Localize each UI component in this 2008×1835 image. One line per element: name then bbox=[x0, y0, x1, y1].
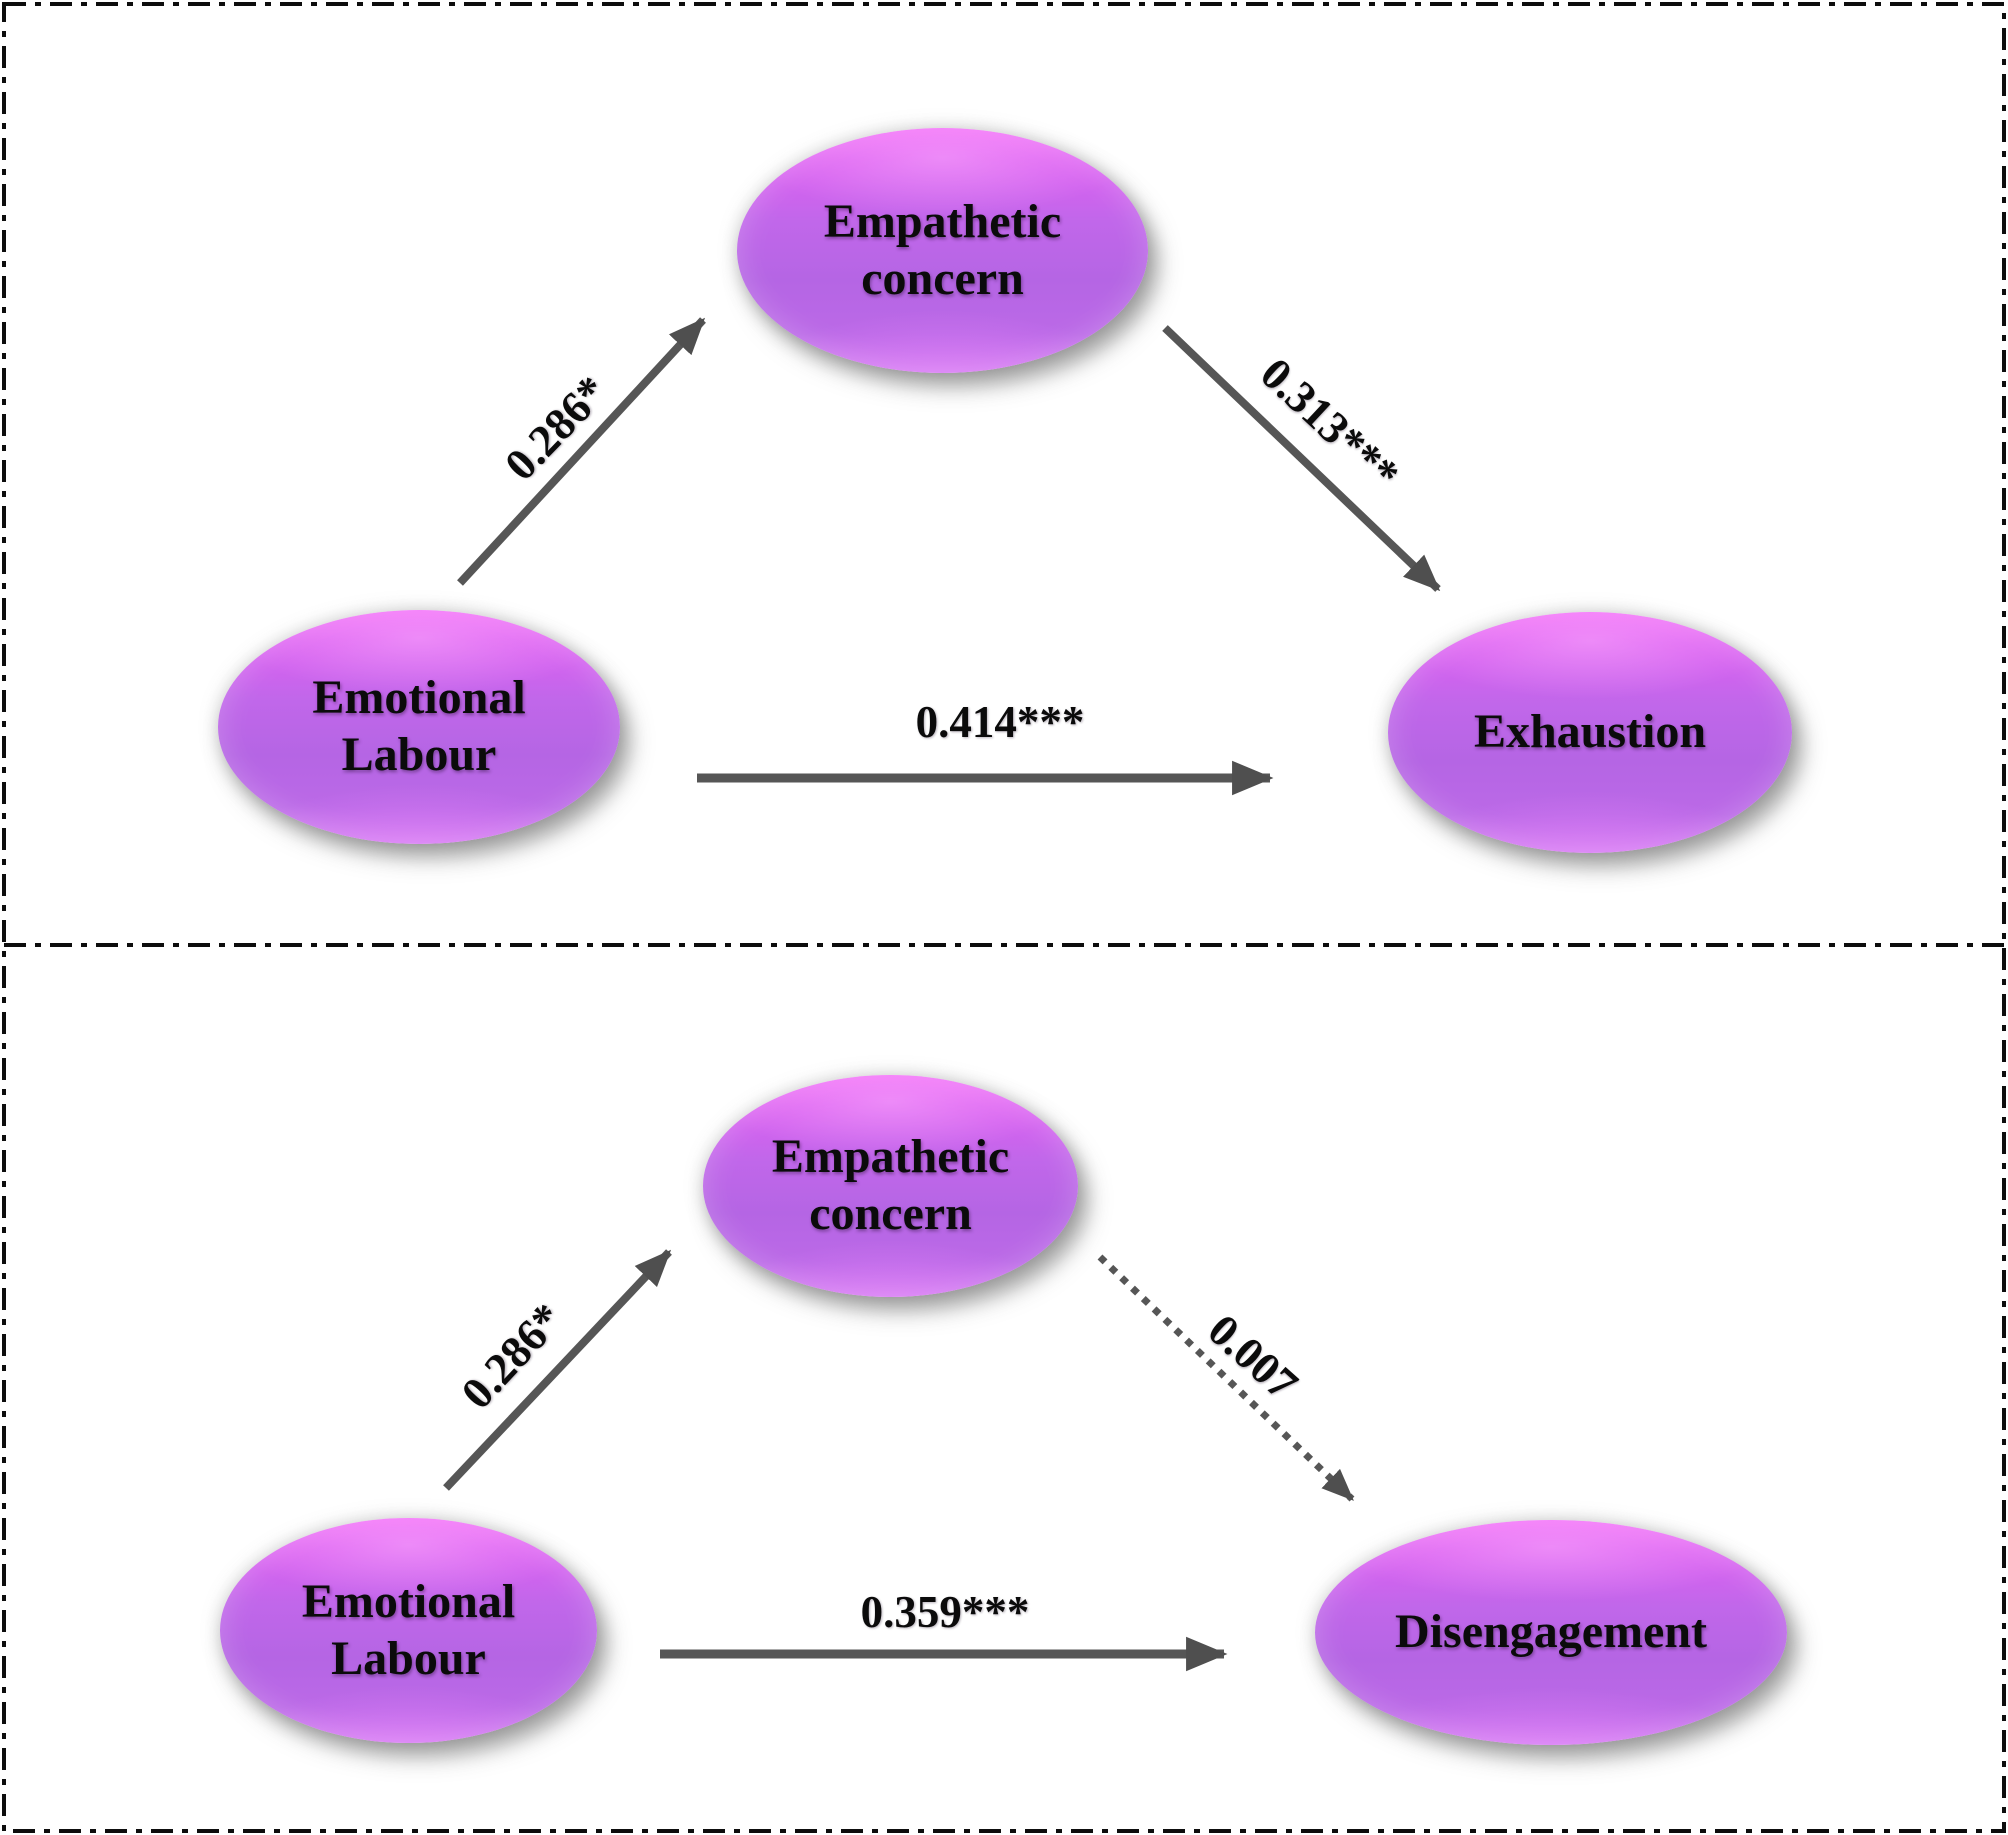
arrow-bottom-mediator-to-outcome-dotted bbox=[1097, 1254, 1355, 1502]
node-label-line1: Disengagement bbox=[1395, 1605, 1707, 1659]
node-label: Empathetic concern bbox=[824, 194, 1061, 307]
node-label-line1: Emotional bbox=[301, 1574, 516, 1628]
node-label-line1: Emotional bbox=[312, 671, 526, 725]
node-exhaustion: Exhaustion bbox=[1388, 612, 1792, 853]
coef-bottom-c: 0.359*** bbox=[860, 1587, 1030, 1637]
node-emotional-labour-top: Emotional Labour bbox=[218, 610, 620, 844]
node-label-line1: Exhaustion bbox=[1473, 705, 1707, 759]
node-emotional-labour-bottom: Emotional Labour bbox=[220, 1518, 597, 1743]
node-label: Emotional Labour bbox=[302, 1574, 515, 1687]
node-label-line2: concern bbox=[861, 251, 1024, 305]
node-label: Empathetic concern bbox=[772, 1129, 1009, 1242]
arrow-bottom-predictor-to-mediator bbox=[443, 1249, 672, 1491]
node-label: Disengagement bbox=[1395, 1604, 1707, 1661]
node-label-line2: concern bbox=[809, 1187, 972, 1240]
node-label: Emotional Labour bbox=[312, 670, 525, 783]
node-empathetic-concern-bottom: Empathetic concern bbox=[703, 1075, 1078, 1297]
node-label-line2: Labour bbox=[331, 1631, 486, 1685]
node-label: Exhaustion bbox=[1474, 704, 1706, 761]
node-label-line2: Labour bbox=[341, 728, 497, 781]
arrow-top-predictor-to-mediator bbox=[457, 317, 706, 586]
coef-top-c: 0.414*** bbox=[915, 697, 1085, 747]
node-label-line1: Empathetic bbox=[771, 1130, 1010, 1184]
node-empathetic-concern-top: Empathetic concern bbox=[737, 128, 1148, 373]
arrow-top-mediator-to-outcome bbox=[1162, 325, 1441, 592]
node-disengagement: Disengagement bbox=[1315, 1520, 1787, 1745]
node-label-line1: Empathetic bbox=[823, 194, 1062, 248]
